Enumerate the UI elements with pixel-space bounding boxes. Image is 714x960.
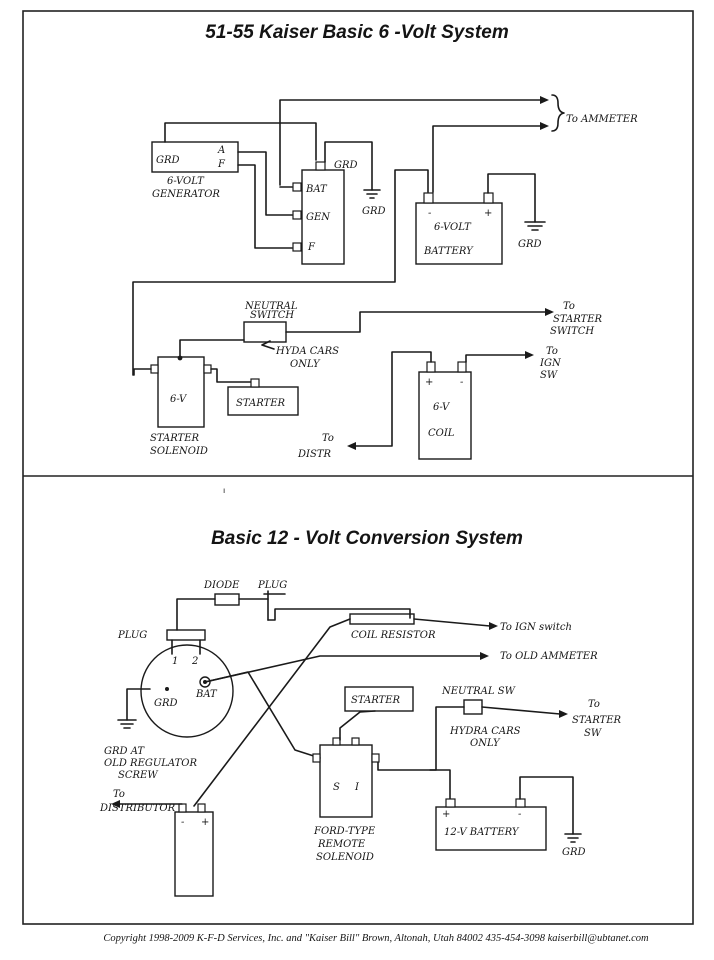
page-border: [22, 10, 694, 925]
bottom-title: Basic 12 - Volt Conversion System: [211, 528, 523, 549]
to-distributor-label-12v: To: [113, 789, 125, 800]
starter-solenoid-label: STARTER: [150, 433, 200, 444]
svg-text:IGN: IGN: [539, 358, 562, 369]
to-starter-sw-label: To: [588, 699, 600, 710]
plug-small-label: PLUG: [257, 580, 287, 591]
twelve-volt-battery: [435, 806, 547, 851]
svg-text:BATTERY: BATTERY: [423, 246, 474, 257]
to-ammeter-label: To AMMETER: [566, 114, 638, 125]
svg-text:SW: SW: [584, 728, 602, 739]
svg-text:-: -: [460, 377, 464, 388]
svg-text:GENERATOR: GENERATOR: [152, 189, 220, 200]
copyright-footer: Copyright 1998-2009 K-F-D Services, Inc.…: [103, 933, 649, 944]
svg-text:-: -: [518, 809, 522, 820]
svg-text:GEN: GEN: [306, 212, 331, 223]
svg-text:SOLENOID: SOLENOID: [150, 446, 208, 457]
coil-resistor-label: COIL RESISTOR: [351, 630, 436, 641]
starter-motor-12v: [344, 686, 414, 712]
regulator-ground-label: GRD: [362, 206, 386, 217]
svg-text:2: 2: [191, 656, 198, 667]
neutral-sw-label: NEUTRAL SW: [441, 686, 516, 697]
svg-text:STARTER: STARTER: [572, 715, 622, 726]
svg-text:SOLENOID: SOLENOID: [316, 852, 374, 863]
svg-text:+: +: [484, 208, 492, 219]
svg-text:GRD: GRD: [334, 160, 358, 171]
svg-text:REMOTE: REMOTE: [317, 839, 366, 850]
svg-text:ONLY: ONLY: [470, 738, 501, 749]
to-starter-switch-label: To: [563, 301, 575, 312]
svg-text:S: S: [333, 782, 340, 793]
top-title: 51-55 Kaiser Basic 6 -Volt System: [205, 22, 509, 43]
neutral-switch: [243, 321, 287, 343]
svg-text:F: F: [307, 242, 316, 253]
svg-text:COIL: COIL: [428, 428, 455, 439]
ignition-coil: [418, 371, 472, 460]
svg-text:SCREW: SCREW: [118, 770, 158, 781]
coil-label: 6-V: [433, 402, 451, 413]
svg-text:+: +: [425, 377, 433, 388]
hydra-cars-note-12v: HYDRA CARS: [449, 726, 521, 737]
regulator-plug-face: [140, 644, 234, 738]
battery-label: 6-VOLT: [434, 222, 472, 233]
battery-ground-label: GRD: [518, 239, 542, 250]
to-distributor-label: To: [322, 433, 334, 444]
battery-box: [415, 202, 503, 265]
to-ign-switch-label-12v: To IGN switch: [500, 622, 572, 633]
hydra-cars-note: HYDA CARS: [275, 346, 339, 357]
stray-mark: ı: [223, 486, 225, 495]
grd-at-old-regulator-label: GRD AT: [104, 746, 145, 757]
svg-text:-: -: [181, 817, 185, 828]
svg-text:+: +: [201, 817, 209, 828]
neutral-sw: [463, 699, 483, 715]
svg-text:SWITCH: SWITCH: [250, 310, 294, 321]
coil-resistor: [349, 613, 415, 625]
svg-text:ONLY: ONLY: [290, 359, 321, 370]
svg-text:+: +: [442, 809, 450, 820]
svg-text:STARTER: STARTER: [351, 695, 401, 706]
svg-text:STARTER: STARTER: [553, 314, 603, 325]
svg-text:DISTRIBUTOR: DISTRIBUTOR: [99, 803, 176, 814]
plug-connector: [166, 629, 206, 641]
to-old-ammeter-label: To OLD AMMETER: [500, 651, 598, 662]
svg-text:SW: SW: [540, 370, 558, 381]
diode: [214, 593, 240, 606]
svg-text:SWITCH: SWITCH: [550, 326, 594, 337]
to-ign-switch-label: To: [546, 346, 558, 357]
diode-label: DIODE: [203, 580, 240, 591]
svg-text:BAT: BAT: [305, 184, 328, 195]
svg-text:DISTR: DISTR: [297, 449, 331, 460]
ford-solenoid-label: FORD-TYPE: [313, 826, 376, 837]
svg-text:I: I: [354, 782, 360, 793]
six-volt-system: 51-55 Kaiser Basic 6 -Volt System To AMM…: [132, 22, 638, 460]
battery-ground-label-12v: GRD: [562, 847, 586, 858]
svg-text:6-V: 6-V: [170, 394, 188, 405]
ford-remote-solenoid: [319, 744, 373, 818]
svg-text:GRD: GRD: [156, 155, 180, 166]
svg-text:OLD REGULATOR: OLD REGULATOR: [104, 758, 197, 769]
svg-text:-: -: [428, 208, 432, 219]
plug-label: PLUG: [117, 630, 147, 641]
starter-solenoid: [157, 356, 205, 428]
svg-text:GRD: GRD: [154, 698, 178, 709]
twelve-volt-conversion: Basic 12 - Volt Conversion System ı DIOD…: [99, 486, 622, 897]
svg-text:NEUTRAL: NEUTRAL: [244, 301, 298, 312]
svg-text:BAT: BAT: [195, 689, 218, 700]
svg-text:F: F: [217, 159, 226, 170]
generator-box: [151, 141, 239, 173]
generator-label: 6-VOLT: [167, 176, 205, 187]
svg-text:A: A: [217, 145, 225, 156]
starter-motor: [227, 386, 299, 416]
svg-text:STARTER: STARTER: [236, 398, 286, 409]
ignition-coil-12v: [174, 811, 214, 897]
svg-text:1: 1: [172, 656, 178, 667]
twelve-volt-battery-label: 12-V BATTERY: [444, 827, 520, 838]
